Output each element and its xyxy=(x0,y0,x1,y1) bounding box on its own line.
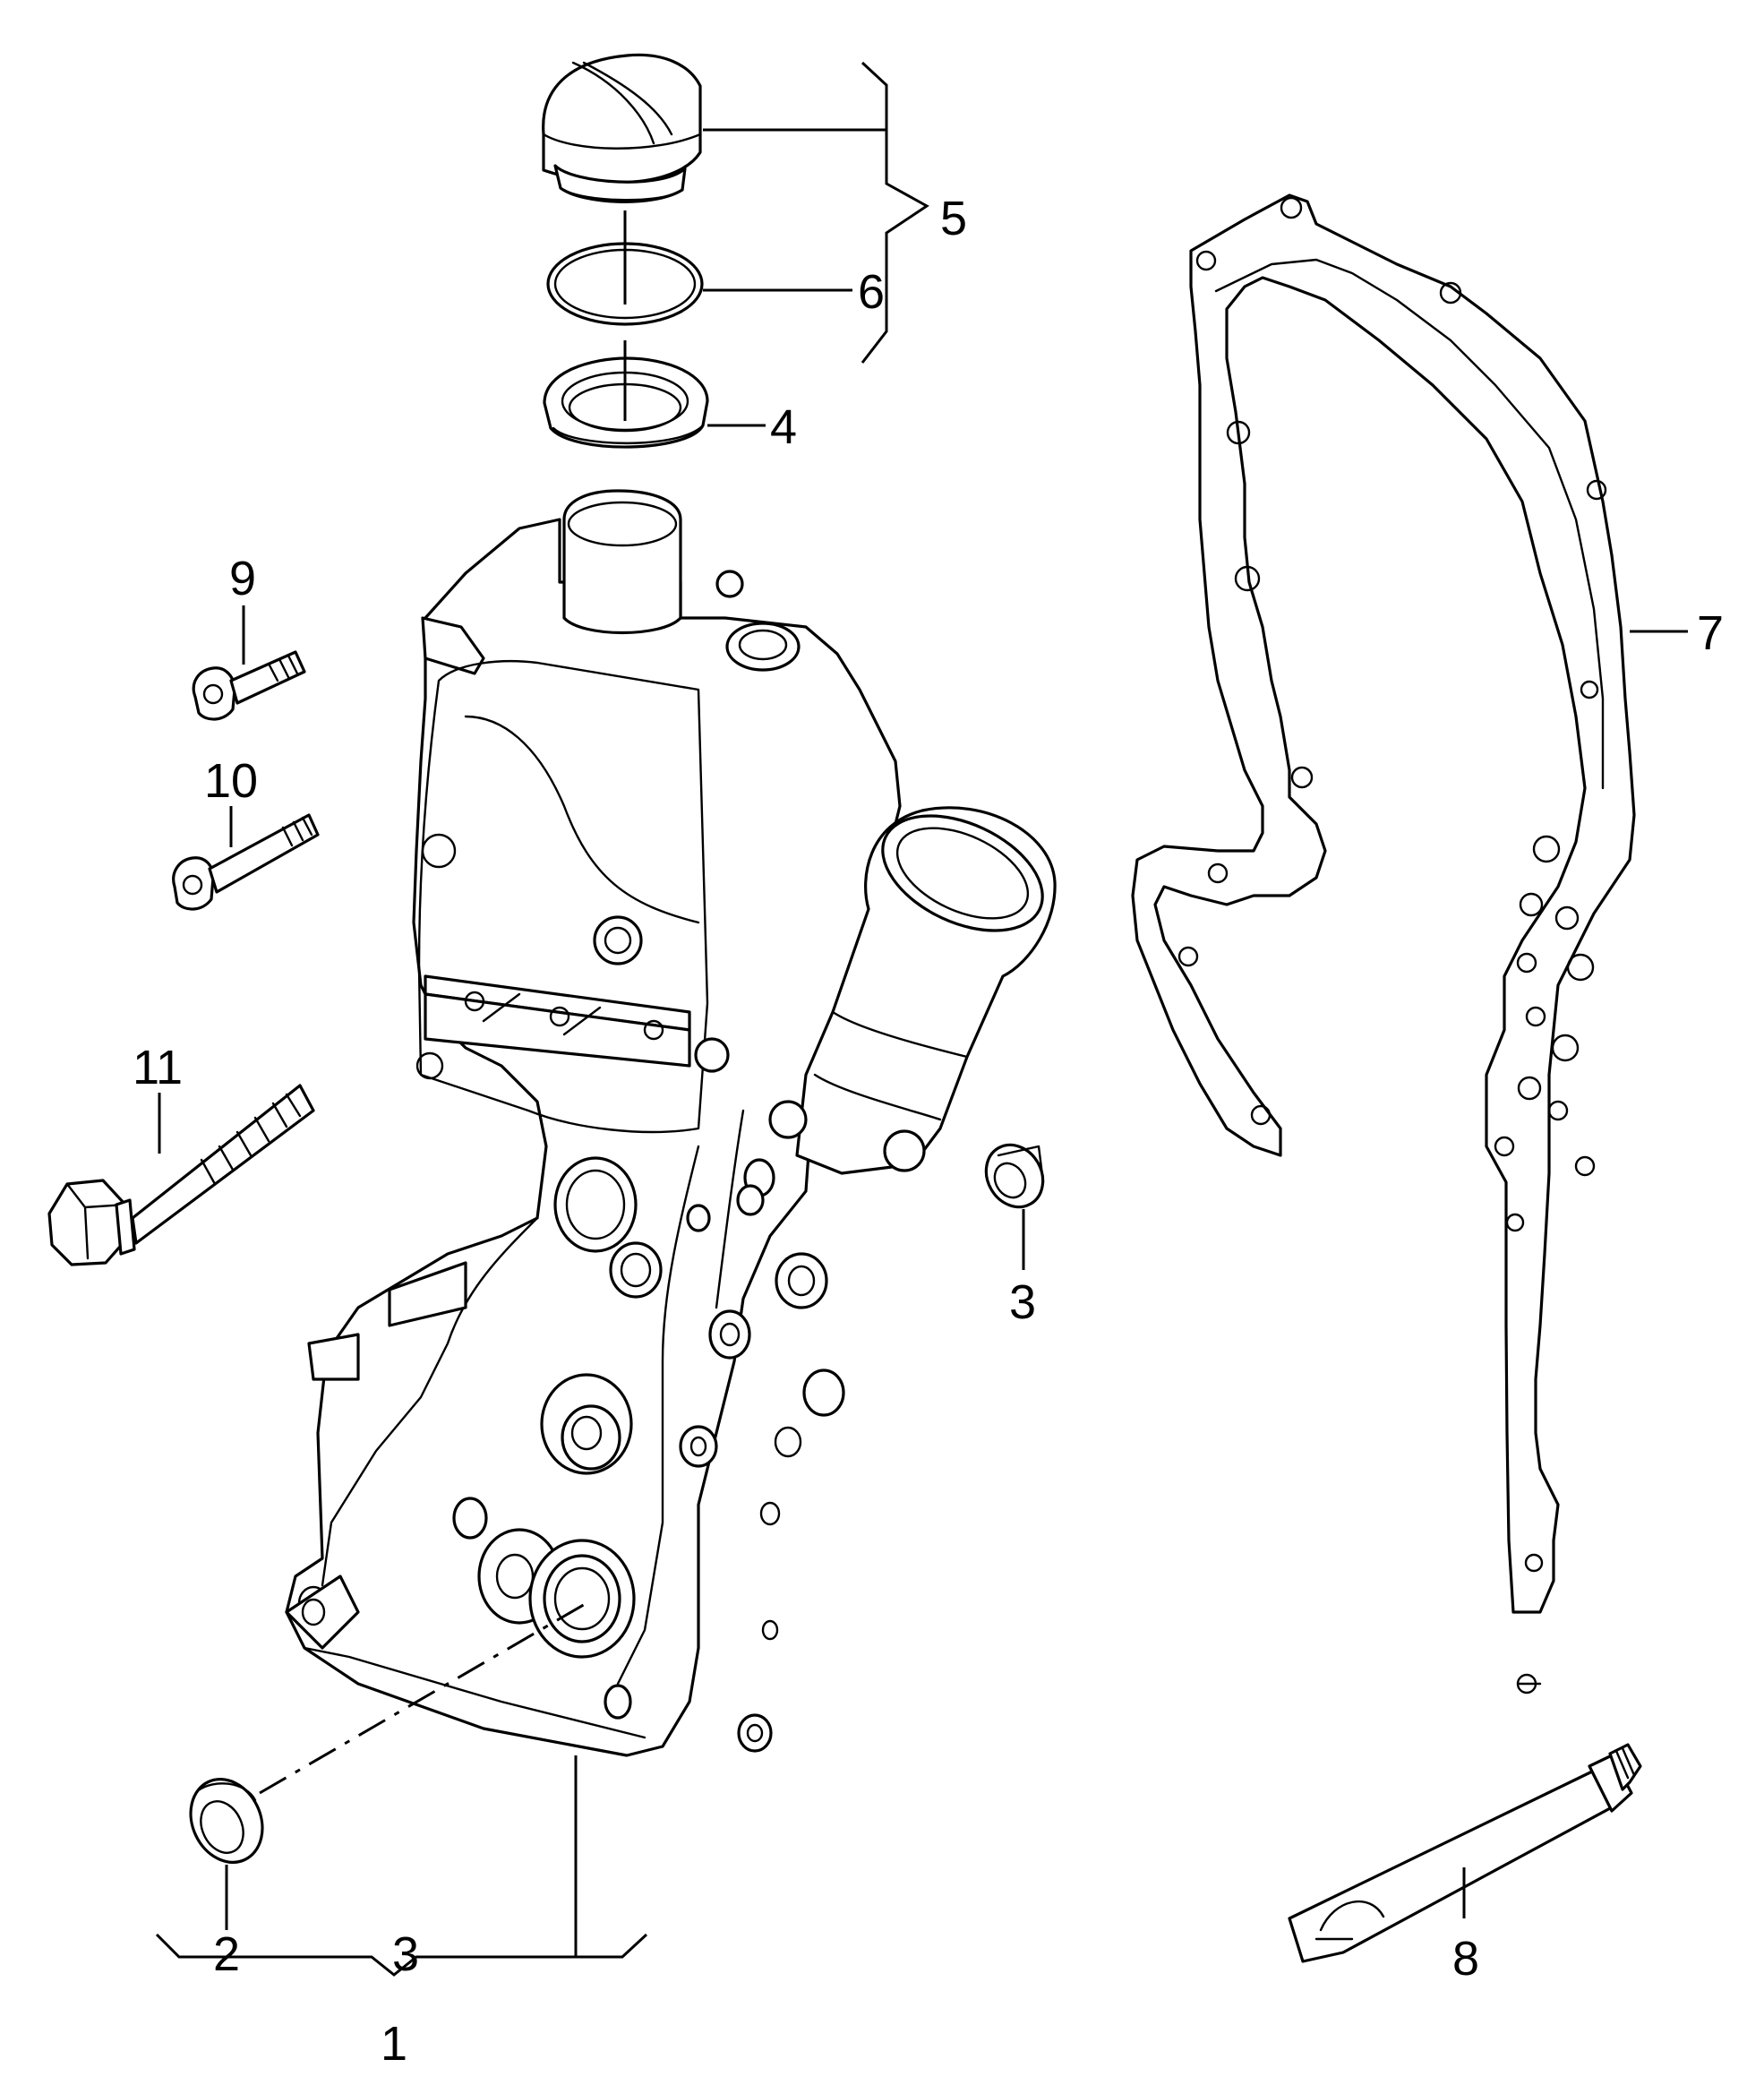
label-11: 11 xyxy=(133,1041,183,1094)
label-2: 2 xyxy=(213,1927,240,1981)
label-1: 1 xyxy=(381,2017,407,2071)
label-9: 9 xyxy=(229,552,256,605)
label-4: 4 xyxy=(770,400,797,454)
oil-filler-cap[interactable] xyxy=(542,53,702,203)
label-10: 10 xyxy=(204,754,258,808)
bolt-medium[interactable] xyxy=(172,813,320,911)
axis-line-plug xyxy=(259,1601,587,1795)
timing-case-cover[interactable] xyxy=(285,489,1060,1757)
label-5: 5 xyxy=(940,192,967,245)
sealant-tube[interactable] xyxy=(1288,1743,1642,1963)
label-3-right: 3 xyxy=(1009,1275,1036,1329)
hex-bolt-long[interactable] xyxy=(47,1084,315,1266)
sealing-ring-right[interactable] xyxy=(975,1135,1054,1217)
leader-lines xyxy=(155,61,1688,1977)
label-6: 6 xyxy=(858,265,885,319)
plug-seal[interactable] xyxy=(177,1767,275,1874)
label-7: 7 xyxy=(1697,606,1724,660)
label-3-bracket: 3 xyxy=(392,1927,419,1981)
gasket[interactable] xyxy=(1131,193,1636,1695)
label-8: 8 xyxy=(1452,1932,1479,1986)
bolt-short[interactable] xyxy=(192,650,306,721)
